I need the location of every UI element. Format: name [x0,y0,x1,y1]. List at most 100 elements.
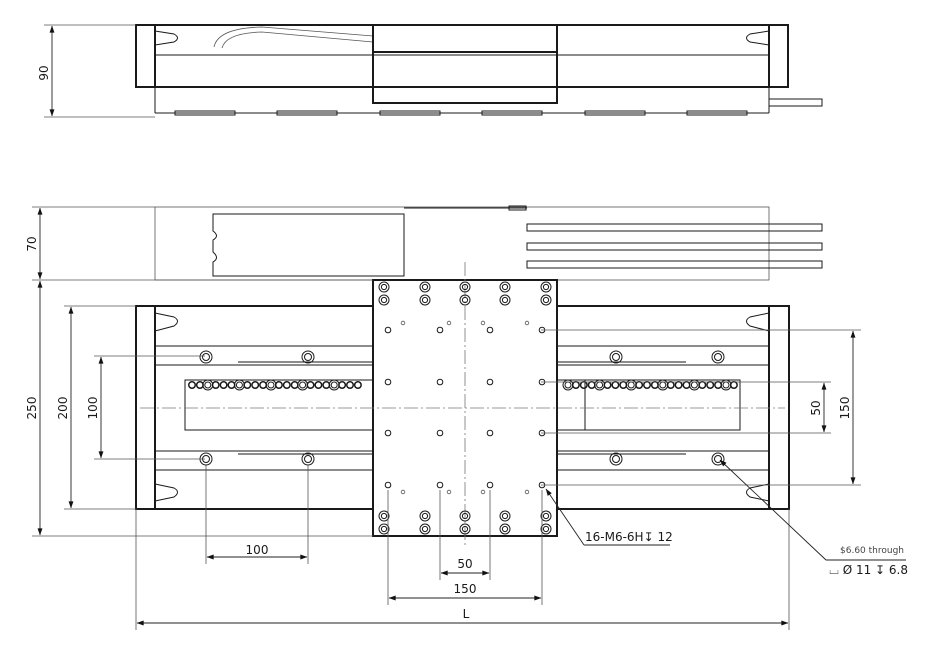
carriage-thread-callout: 16-M6-6H↧ 12 [585,530,673,544]
magnet-hole [688,379,700,391]
side-base-feet [174,110,748,116]
base-hole-callout-top: $6.60 through [840,546,904,556]
carriage-threaded-hole [384,326,392,334]
base-counterbore-hole [301,350,315,364]
magnet-hole [328,379,340,391]
base-counterbore-hole [609,350,623,364]
carriage-threaded-hole [486,429,494,437]
base-counterbore-hole [609,452,623,466]
cable-2 [526,242,823,251]
carriage-threaded-hole [436,429,444,437]
carriage-edge-hole [459,510,471,522]
carriage-edge-hole [419,523,431,535]
cable-chain [212,213,405,277]
carriage-edge-hole [540,510,552,522]
side-carriage [372,24,558,104]
side-cable-exit [768,98,823,107]
side-body-outline [135,24,789,88]
carriage-edge-hole [378,281,390,293]
magnet-hole [562,379,574,391]
carriage-threaded-hole [436,326,444,334]
carriage-edge-hole [419,510,431,522]
magnet-hole [346,381,354,389]
carriage-edge-hole [499,510,511,522]
carriage-threaded-hole [384,481,392,489]
carriage-threaded-hole [486,378,494,386]
carriage-edge-hole [419,281,431,293]
carriage-pin-hole [446,489,452,495]
bumper-bl [154,483,178,502]
carriage-edge-hole [378,523,390,535]
base-counterbore-hole [711,452,725,466]
magnet-hole [282,381,291,389]
carriage-edge-hole [419,294,431,306]
bumper-br [746,483,770,502]
magnet-hole [706,381,715,389]
magnet-hole [233,379,245,391]
magnet-hole [211,381,220,389]
magnet-hole [251,381,260,389]
cable-3 [526,260,823,269]
magnet-hole [657,379,669,391]
magnet-hole [265,379,277,391]
carriage-threaded-hole [384,429,392,437]
carriage-edge-hole [459,523,471,535]
magnet-hole [594,379,606,391]
base-mount-holes [199,350,725,466]
cable-1 [526,223,823,232]
carriage-edge-hole [459,281,471,293]
base-hole-callout-bottom: ⌴ Ø 11 ↧ 6.8 [829,563,908,577]
magnet-hole [643,381,651,389]
carriage-pin-hole [480,489,486,495]
magnet-hole [202,379,214,391]
base-counterbore-hole [199,350,213,364]
carriage-pin-hole [400,489,406,495]
base-counterbore-hole [301,452,315,466]
magnet-hole [188,381,196,389]
carriage-pin-hole [524,489,530,495]
carriage-edge-hole [499,523,511,535]
top-view: 70 250 200 100 50 150 100 50 [25,205,908,630]
magnet-hole [219,381,228,389]
magnet-hole [243,381,252,389]
side-view: 90 [37,24,823,118]
carriage-threaded-hole [486,481,494,489]
bumper-tl [154,312,178,332]
side-cable [213,26,374,48]
carriage-pin-hole [446,320,452,326]
carriage-inner-label: 50 [457,557,472,571]
carriage-pin-hole [400,320,406,326]
mount-spacing-label: 100 [86,397,100,420]
length-label: L [463,607,470,621]
right-outer-label: 150 [838,397,852,420]
carriage-threaded-hole [436,481,444,489]
magnet-holes [188,379,738,391]
rail-spacing-label: 200 [56,397,70,420]
magnet-hole [579,381,588,389]
carriage-edge-hole [540,281,552,293]
carriage-pin-hole [480,320,486,326]
magnet-hole [720,379,732,391]
bumper-tr [746,312,770,332]
side-height-label: 90 [37,65,51,80]
magnet-hole [314,381,323,389]
cable-height-label: 70 [25,236,39,251]
magnet-hole [353,381,362,389]
magnet-hole [674,381,683,389]
base-counterbore-hole [711,350,725,364]
carriage-edge-hole [499,294,511,306]
carriage-threaded-hole [384,378,392,386]
carriage-threaded-hole [486,326,494,334]
bottom-pitch-label: 100 [246,543,269,557]
carriage-edge-hole [540,523,552,535]
carriage-edge-hole [378,294,390,306]
overall-width-label: 250 [25,397,39,420]
magnet-hole [297,379,309,391]
carriage-pin-hole [524,320,530,326]
carriage-threaded-hole [436,378,444,386]
magnet-hole [338,381,347,389]
carriage-edge-hole [540,294,552,306]
magnet-hole [611,381,620,389]
carriage-edge-hole [499,281,511,293]
